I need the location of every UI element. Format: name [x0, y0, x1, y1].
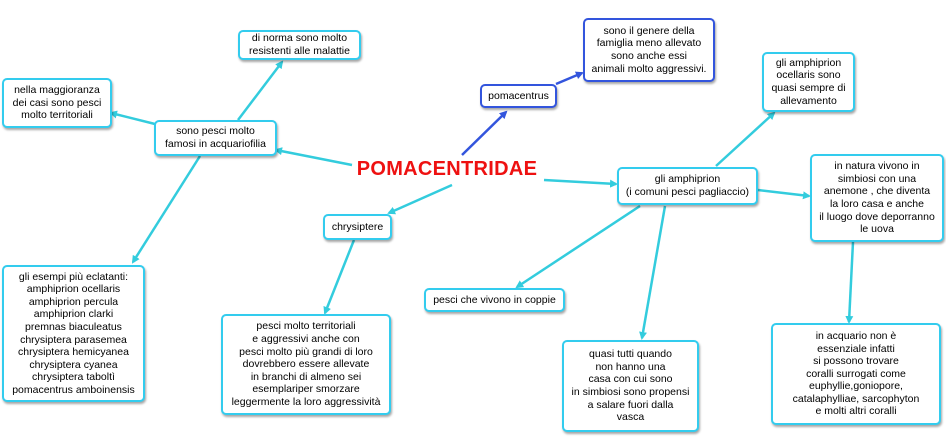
- link-famosi-esempi: [131, 155, 202, 264]
- node-malattie: di norma sono molto resistenti alle mala…: [238, 30, 361, 60]
- map-title: POMACENTRIDAE: [356, 158, 538, 180]
- node-anemone: in natura vivono in simbiosi con una ane…: [810, 154, 944, 242]
- link-amphiprion-anemone: [757, 188, 811, 200]
- node-amphiprion-text: gli amphiprion (i comuni pesci pagliacci…: [625, 173, 750, 198]
- node-senza-casa: quasi tutti quando non hanno una casa co…: [562, 340, 699, 432]
- node-chrysiptere-desc-text: pesci molto territoriali e aggressivi an…: [231, 320, 381, 408]
- node-chrysiptere-text: chrysiptere: [331, 220, 384, 233]
- link-title-amphiprion: [543, 178, 618, 188]
- link-amphiprion-ocellaris: [715, 111, 776, 167]
- link-famosi-territoriali: [109, 110, 156, 126]
- node-ocellaris-text: gli amphiprion ocellaris sono quasi semp…: [771, 56, 846, 107]
- link-amphiprion-senza-casa: [639, 205, 667, 340]
- node-esempi: gli esempi più eclatanti: amphiprion oce…: [2, 265, 145, 402]
- node-territoriali-text: nella maggioranza dei casi sono pesci mo…: [12, 84, 102, 122]
- node-pomacentrus-desc: sono il genere della famiglia meno allev…: [583, 18, 715, 82]
- node-anemone-text: in natura vivono in simbiosi con una ane…: [819, 160, 935, 236]
- link-title-chrysiptere: [387, 183, 453, 215]
- link-title-pomacentrus: [461, 110, 508, 156]
- node-famosi: sono pesci molto famosi in acquariofilia: [154, 120, 277, 156]
- node-pomacentrus-text: pomacentrus: [488, 89, 549, 102]
- node-acquario: in acquario non è essenziale infatti si …: [771, 323, 941, 425]
- node-ocellaris: gli amphiprion ocellaris sono quasi semp…: [762, 52, 855, 112]
- node-famosi-text: sono pesci molto famosi in acquariofilia: [165, 125, 266, 150]
- node-chrysiptere: chrysiptere: [323, 214, 392, 240]
- node-territoriali: nella maggioranza dei casi sono pesci mo…: [2, 78, 112, 128]
- node-pomacentrus-desc-text: sono il genere della famiglia meno allev…: [591, 24, 707, 75]
- link-amphiprion-coppie: [515, 204, 641, 289]
- link-pomacentrus-desc: [555, 71, 584, 86]
- node-senza-casa-text: quasi tutti quando non hanno una casa co…: [571, 348, 690, 424]
- node-coppie: pesci che vivono in coppie: [424, 288, 565, 312]
- node-chrysiptere-desc: pesci molto territoriali e aggressivi an…: [221, 314, 391, 415]
- link-title-famosi: [274, 147, 353, 167]
- node-coppie-text: pesci che vivono in coppie: [433, 293, 556, 306]
- node-amphiprion: gli amphiprion (i comuni pesci pagliacci…: [617, 167, 758, 205]
- node-malattie-text: di norma sono molto resistenti alle mala…: [249, 32, 350, 57]
- node-esempi-text: gli esempi più eclatanti: amphiprion oce…: [12, 270, 135, 396]
- link-chrysiptere-desc: [323, 239, 356, 315]
- link-anemone-acquario: [845, 241, 855, 324]
- link-famosi-malattie: [237, 60, 284, 121]
- node-pomacentrus: pomacentrus: [480, 84, 557, 108]
- node-acquario-text: in acquario non è essenziale infatti si …: [792, 329, 920, 418]
